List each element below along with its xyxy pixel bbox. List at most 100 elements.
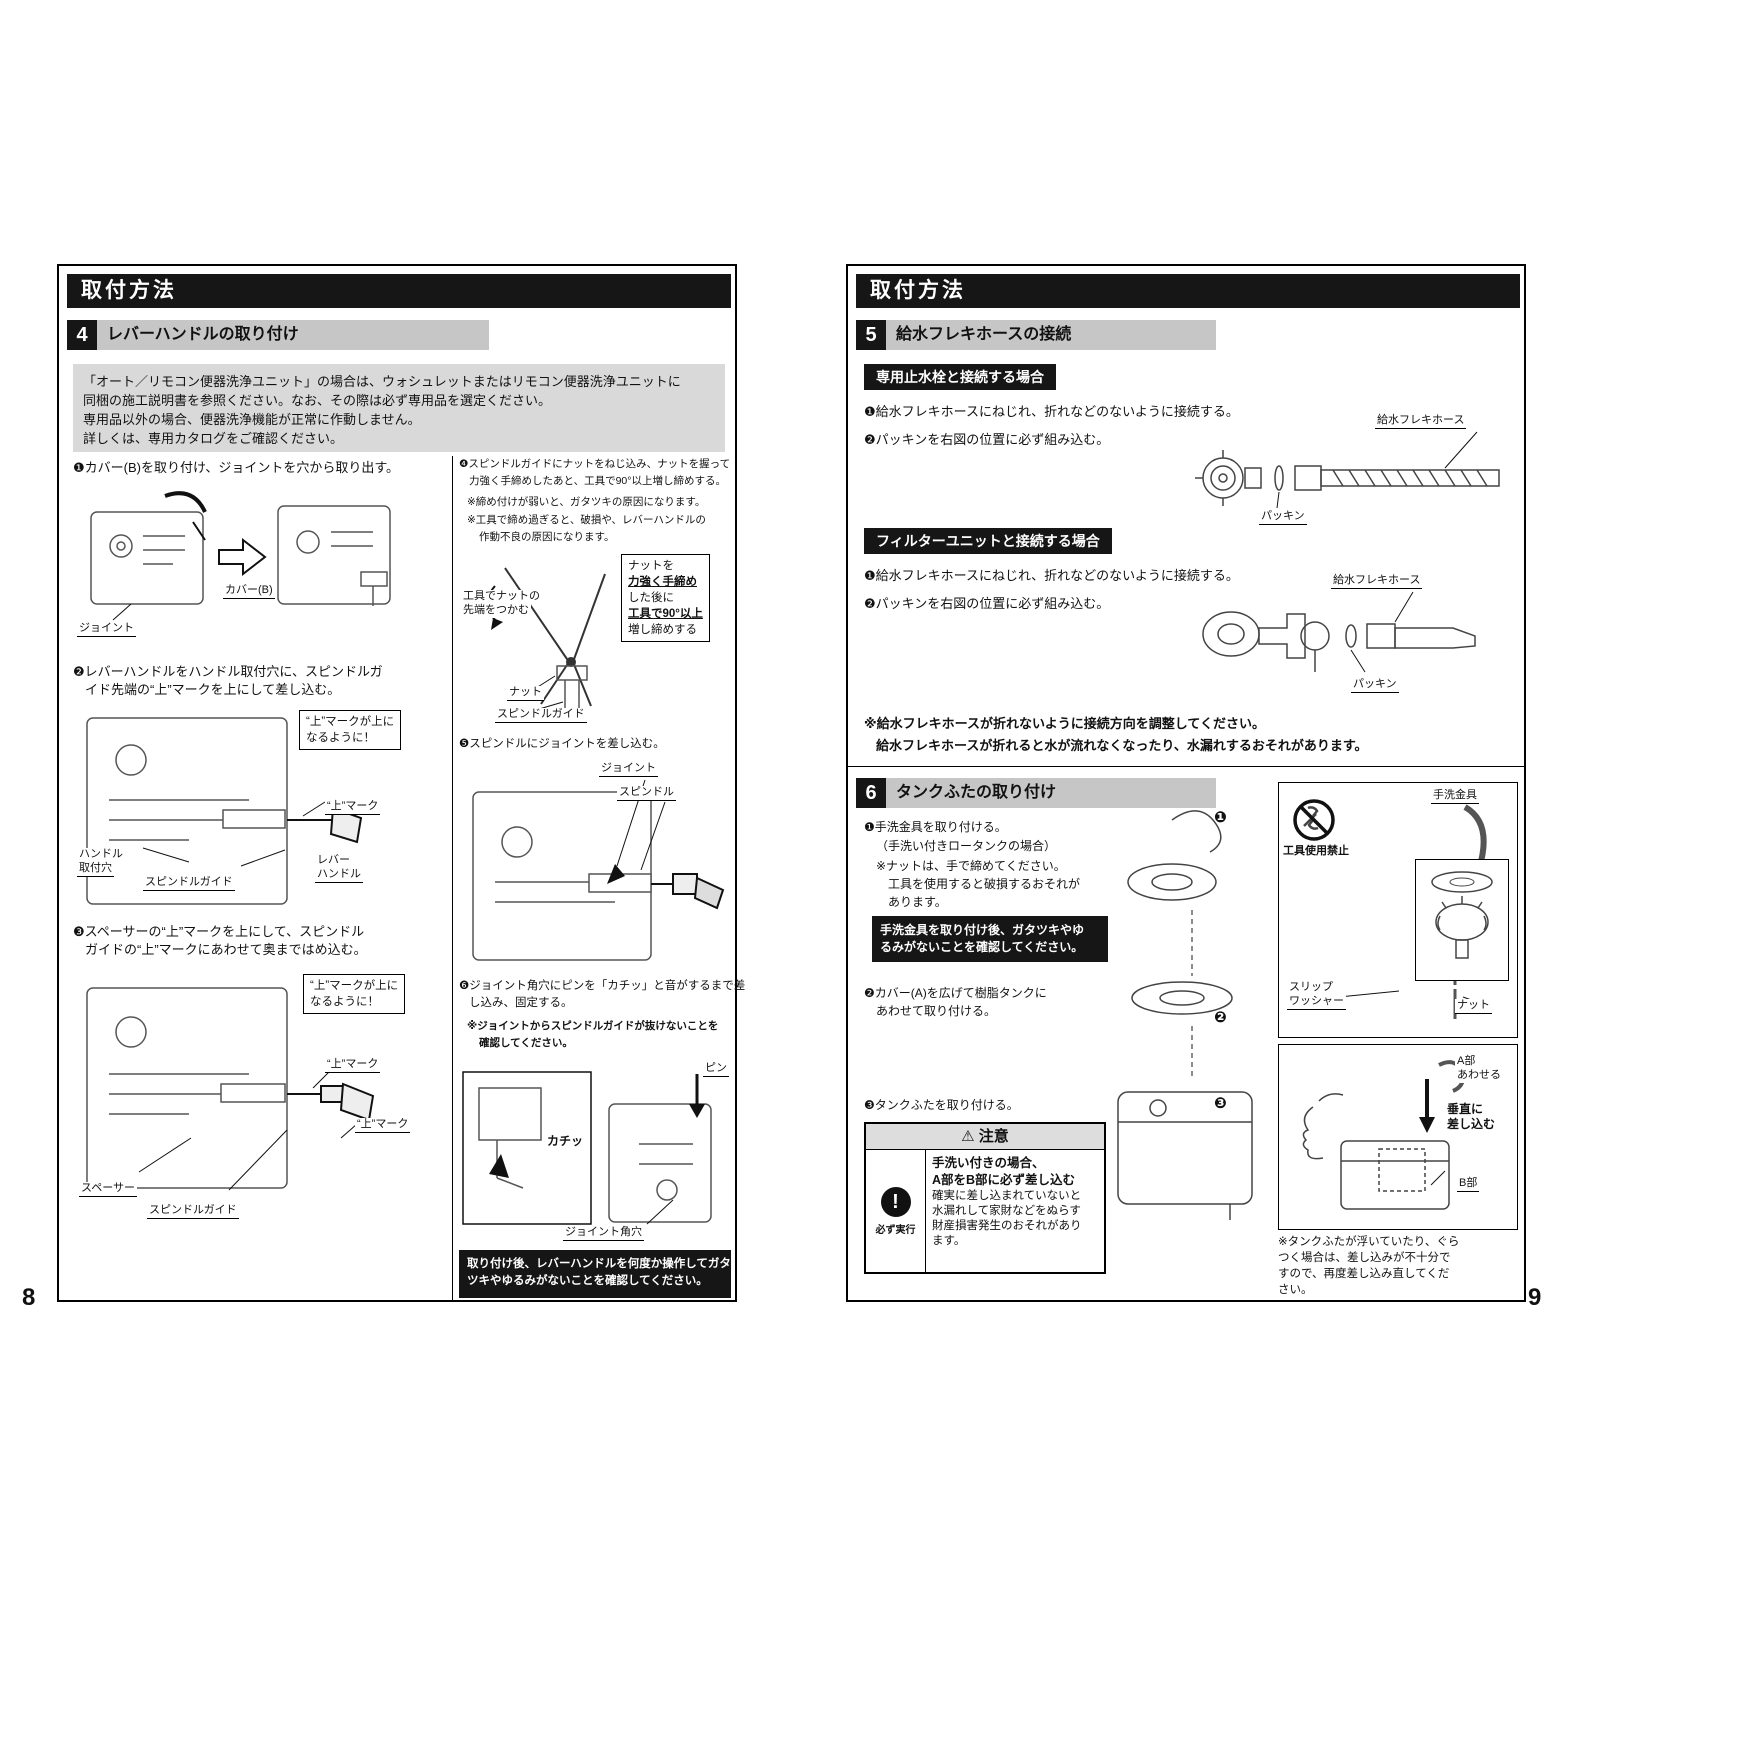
callout-line-strong: 力強く手締め: [628, 576, 697, 588]
label-packing: パッキン: [1259, 510, 1307, 525]
footer-warning-line2: ツキやゆるみがないことを確認してください。: [467, 1275, 708, 1287]
fitting-detail-box: 工具使用禁止 手洗金具 スリップ ワッシャー ナット: [1278, 782, 1518, 1038]
note-box: 「オート／リモコン便器洗浄ユニット」の場合は、ウォシュレットまたはリモコン便器洗…: [73, 364, 725, 452]
s6-bottom-note: ※タンクふたが浮いていたり、ぐら つく場合は、差し込みが不十分で すので、再度差…: [1278, 1234, 1459, 1298]
step6-text-line1: ❻ジョイント角穴にピンを「カチッ」と音がするまで差: [459, 980, 746, 992]
step-footer-warning: 取り付け後、レバーハンドルを何度か操作してガタ ツキやゆるみがないことを確認して…: [459, 1250, 731, 1298]
s6-step2-line1: ❷カバー(A)を広げて樹脂タンクに: [864, 986, 1047, 1000]
step6-note-line1: ※ジョイントからスピンドルガイドが抜けないことを: [467, 1020, 719, 1032]
caution-body: ! 必ず実行 手洗い付きの場合、 A部をB部に必ず差し込む 確実に差し込まれてい…: [866, 1150, 1104, 1272]
marker-3: ❸: [1214, 1095, 1227, 1112]
callout-line-strong: 工具で90°以上: [628, 608, 703, 620]
step3-text-line1: ❸スペーサーの“上”マークを上にして、スピンドル: [73, 924, 365, 939]
label-up-mark: “上”マーク: [325, 800, 381, 815]
section6-number: 6: [856, 778, 886, 808]
hose-warning-line1: ※給水フレキホースが折れないように接続方向を調整してください。: [864, 716, 1265, 731]
section4-number: 4: [67, 320, 97, 350]
sub2-step1: ❶給水フレキホースにねじれ、折れなどのないように接続する。: [864, 568, 1239, 583]
caution-text-line: 確実に差し込まれていないと: [932, 1190, 1082, 1202]
label-spindle: スピンドル: [617, 786, 676, 801]
nut-detail-box: [1415, 859, 1509, 981]
step6-note-line2: 確認してください。: [479, 1037, 573, 1049]
s6-note-line: すので、再度差し込み直してくだ: [1278, 1268, 1450, 1280]
lid-insert-box: A部 あわせる 垂直に 差し込む B部: [1278, 1044, 1518, 1230]
diagram-tank-parts-art: [1117, 810, 1253, 1220]
note-line: 詳しくは、専用カタログをご確認ください。: [83, 431, 344, 446]
marker-2: ❷: [1214, 1009, 1227, 1026]
diagram-step4: ナットを 力強く手締め した後に 工具で90°以上 増し締めする 工具でナットの…: [459, 552, 731, 728]
page-9: 取付方法 5 給水フレキホースの接続 専用止水栓と接続する場合 ❶給水フレキホー…: [846, 264, 1526, 1302]
label-spindle-guide: スピンドルガイド: [495, 708, 587, 723]
diagram-step3-art: [86, 987, 375, 1191]
s6-note-line: つく場合は、差し込みが不十分で: [1278, 1252, 1451, 1264]
label-spindle-guide: スピンドルガイド: [147, 1204, 239, 1219]
subsection-filter-unit-title: フィルターユニットと接続する場合: [864, 528, 1112, 554]
callout-line: ナットを: [628, 560, 674, 572]
s6-step3: ❸タンクふたを取り付ける。: [864, 1098, 1019, 1112]
caution-text-line: ます。: [932, 1235, 966, 1247]
lid-insert-art: [1302, 1060, 1465, 1210]
section5-title: 給水フレキホースの接続: [886, 320, 1216, 350]
caution-text: 手洗い付きの場合、 A部をB部に必ず差し込む 確実に差し込まれていないと 水漏れ…: [926, 1150, 1104, 1272]
label-slip-washer-line1: スリップ: [1287, 981, 1335, 995]
section4-title: レバーハンドルの取り付け: [97, 320, 489, 350]
step4-note2-line2: 作動不良の原因になります。: [479, 531, 615, 543]
note-line: 専用品以外の場合、便器洗浄機能が正常に作動しません。: [83, 412, 421, 427]
sub2-step2: ❷パッキンを右図の位置に必ず組み込む。: [864, 596, 1110, 611]
label-tool-grip-line2: 先端をつかむ: [461, 604, 531, 618]
marker-1: ❶: [1214, 809, 1227, 826]
hose-warning-line2: 給水フレキホースが折れると水が流れなくなったり、水漏れするおそれがあります。: [876, 738, 1368, 753]
note-line: 「オート／リモコン便器洗浄ユニット」の場合は、ウォシュレットまたはリモコン便器洗…: [83, 374, 681, 389]
caution-do-label: 必ず実行: [875, 1224, 916, 1236]
caution-text-line: 水漏れして家財などをぬらす: [932, 1205, 1081, 1217]
label-joint: ジョイント: [599, 762, 658, 777]
diagram-filter-unit-art: [1202, 591, 1476, 673]
callout-up-mark: “上”マークが上に なるように！: [303, 974, 406, 1014]
page-8: 取付方法 4 レバーハンドルの取り付け 「オート／リモコン便器洗浄ユニット」の場…: [57, 264, 745, 1302]
caution-text-line: 財産損害発生のおそれがあり: [932, 1220, 1082, 1232]
diagram-step6: ピン カチッ ジョイント角穴: [459, 1060, 731, 1244]
step4-note1: ※締め付けが弱いと、ガタツキの原因になります。: [467, 496, 706, 508]
callout-line: なるように！: [306, 732, 375, 744]
callout-up-mark: “上”マークが上に なるように！: [299, 710, 402, 750]
s6-step1-note2: 工具を使用すると破損するおそれが: [888, 877, 1081, 891]
callout-line: 増し締めする: [628, 624, 697, 636]
subsection-stop-valve-title: 専用止水栓と接続する場合: [864, 364, 1056, 390]
step4-text-line2: 力強く手締めしたあと、工具で90°以上増し締めする。: [469, 475, 726, 487]
label-pin: ピン: [703, 1062, 729, 1077]
step2-text-line2: イド先端の“上”マークを上にして差し込む。: [85, 682, 341, 697]
page8-header-bar: 取付方法: [67, 274, 731, 308]
diagram-step3: “上”マークが上に なるように！ “上”マーク “上”マーク スペーサー スピン…: [73, 966, 443, 1228]
callout-line: “上”マークが上に: [310, 980, 399, 992]
warning-triangle-icon: ⚠: [961, 1128, 975, 1145]
diagram-filter-unit: 給水フレキホース パッキン: [1183, 572, 1518, 710]
note-line: 同梱の施工説明書を参照ください。なお、その際は必ず専用品を選定ください。: [83, 393, 552, 408]
s6-step2-line2: あわせて取り付ける。: [876, 1004, 997, 1018]
step6-text-line2: し込み、固定する。: [469, 997, 573, 1009]
section5-number: 5: [856, 320, 886, 350]
s6-black-line2: るみがないことを確認してください。: [880, 940, 1084, 954]
step4-text-line1: ❹スピンドルガイドにナットをねじ込み、ナットを握って: [459, 458, 731, 470]
label-hand-wash-fitting: 手洗金具: [1431, 789, 1479, 804]
caution-bold-line2: A部をB部に必ず差し込む: [932, 1173, 1076, 1187]
no-tools-icon-art: [1293, 799, 1335, 841]
column-divider: [452, 456, 453, 1302]
label-nut: ナット: [1455, 999, 1492, 1014]
diagram-stop-valve: 給水フレキホース パッキン: [1183, 412, 1518, 532]
label-packing: パッキン: [1351, 678, 1399, 693]
label-click-sound: カチッ: [547, 1134, 584, 1148]
sub1-step2: ❷パッキンを右図の位置に必ず組み込む。: [864, 432, 1110, 447]
diagram-step6-art: [462, 1071, 712, 1225]
s6-step1-note3: あります。: [888, 895, 947, 909]
label-spindle-guide: スピンドルガイド: [143, 876, 235, 891]
label-part-a-line2: あわせる: [1455, 1069, 1503, 1083]
page-number-left: 8: [22, 1284, 36, 1311]
label-handle-hole-line1: ハンドル: [77, 848, 125, 862]
label-lever-line1: レバー: [315, 854, 352, 868]
step4-note2-line1: ※工具で締め過ぎると、破損や、レバーハンドルの: [467, 514, 706, 526]
caution-mandatory: ! 必ず実行: [866, 1150, 926, 1272]
label-up-mark-2: “上”マーク: [355, 1118, 411, 1133]
footer-warning-line1: 取り付け後、レバーハンドルを何度か操作してガタ: [467, 1258, 731, 1270]
label-joint: ジョイント: [77, 622, 136, 637]
